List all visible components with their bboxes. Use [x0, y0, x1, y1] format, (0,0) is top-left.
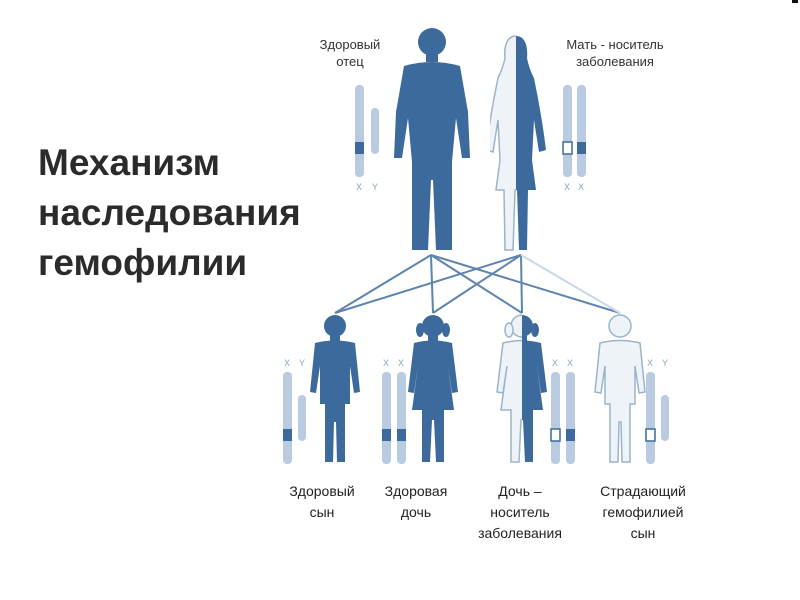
chromosome-label: Y [662, 358, 668, 368]
title-line: наследования [38, 192, 301, 233]
affected-son-chromosomes: X Y [645, 358, 669, 464]
chromosome-label: X [398, 358, 404, 368]
affected-son-figure [594, 314, 646, 463]
diagram-title: Механизм наследования гемофилии [38, 138, 338, 288]
child-label-affected-son: Страдающий гемофилией сын [600, 483, 686, 541]
chromosome-label: Y [299, 358, 305, 368]
mother-connection-line [334, 254, 522, 314]
healthy-daughter-figure [408, 315, 458, 462]
title-line: гемофилии [38, 242, 248, 283]
chromosome-label: Y [372, 182, 378, 192]
chromosome-label: X [356, 182, 362, 192]
chromosome-label: X [284, 358, 290, 368]
carrier-daughter-figure [496, 314, 547, 463]
mother-connection-line [520, 254, 523, 314]
chromosome-label: X [383, 358, 389, 368]
title-line: Механизм [38, 142, 221, 183]
child-label-carrier-daughter: Дочь – носитель заболевания [478, 483, 562, 541]
father-connection-line [430, 254, 621, 314]
connection-lines [334, 254, 621, 314]
chromosome-label: X [564, 182, 570, 192]
healthy-daughter-chromosomes: X X [382, 358, 406, 464]
father-chromosomes: X Y [355, 85, 379, 192]
father-label: Здоровый отец [319, 37, 381, 69]
mother-chromosomes: X X [562, 85, 586, 192]
carrier-daughter-chromosomes: X X [550, 358, 575, 464]
child-label-healthy-daughter: Здоровая дочь [384, 483, 448, 520]
father-connection-line [430, 254, 523, 314]
chromosome-label: X [647, 358, 653, 368]
father-connection-line [334, 254, 432, 314]
child-label-healthy-son: Здоровый сын [289, 483, 355, 520]
father-figure [394, 28, 470, 250]
mother-figure [490, 35, 546, 251]
chromosome-label: X [552, 358, 558, 368]
father-connection-line [430, 254, 434, 314]
corner-mark [792, 0, 798, 3]
healthy-son-figure [310, 315, 360, 462]
mother-connection-line [520, 254, 621, 314]
healthy-son-chromosomes: X Y [283, 358, 306, 464]
chromosome-label: X [578, 182, 584, 192]
chromosome-label: X [567, 358, 573, 368]
mother-label: Мать - носитель заболевания [566, 37, 664, 69]
